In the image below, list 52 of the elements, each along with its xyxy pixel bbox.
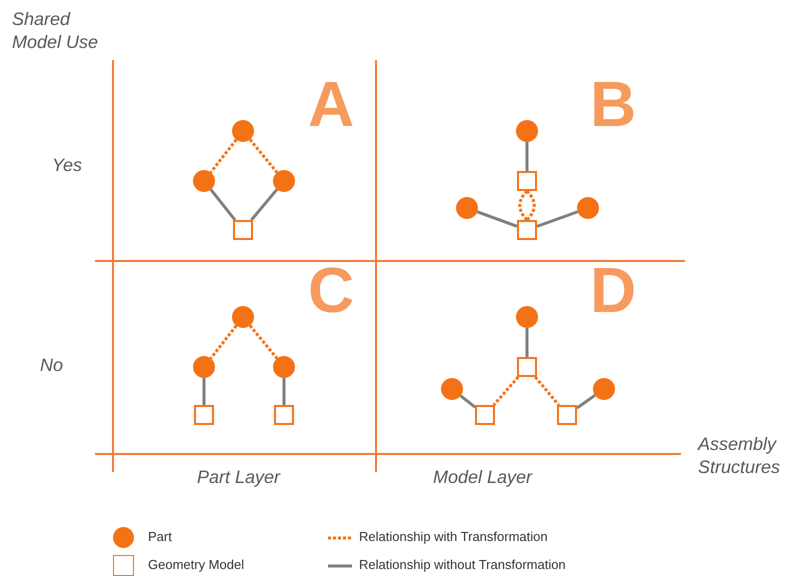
geometry-model-square xyxy=(517,357,537,377)
part-circle xyxy=(273,170,295,192)
dotted-connector xyxy=(210,138,238,174)
axis-value: No xyxy=(40,354,64,377)
part-circle xyxy=(516,306,538,328)
axis-value: Part Layer xyxy=(197,466,280,489)
connector-line xyxy=(576,394,596,410)
connector-line xyxy=(282,378,286,405)
connector-line xyxy=(526,328,528,357)
dotted-connector xyxy=(210,324,238,360)
part-circle xyxy=(193,356,215,378)
quadrant-letter: A xyxy=(308,72,354,136)
dotted-connector xyxy=(492,376,520,406)
part-circle xyxy=(232,120,254,142)
axis-value: Yes xyxy=(52,154,82,177)
part-circle xyxy=(516,120,538,142)
dotted-connector xyxy=(526,190,536,221)
axis-value: Model Layer xyxy=(433,466,532,489)
geometry-model-square xyxy=(274,405,294,425)
axis-title: Assembly Structures xyxy=(698,433,782,479)
connector-line xyxy=(536,210,578,228)
dotted-connector xyxy=(248,138,278,174)
part-circle xyxy=(456,197,478,219)
connector-line xyxy=(476,210,518,228)
geometry-model-square xyxy=(475,405,495,425)
quadrant-letter: D xyxy=(590,258,636,322)
quadrant-letter: C xyxy=(308,258,354,322)
legend-label: Part xyxy=(148,529,172,544)
part-circle xyxy=(273,356,295,378)
geometry-model-square xyxy=(194,405,214,425)
axis-title: Shared Model Use xyxy=(12,8,100,54)
geometry-model-square xyxy=(517,171,537,191)
part-circle xyxy=(593,378,615,400)
connector-line xyxy=(210,188,236,221)
part-circle xyxy=(577,197,599,219)
geometry-model-square xyxy=(517,220,537,240)
connector-line xyxy=(460,394,476,408)
quadrant-letter: B xyxy=(590,72,636,136)
legend-label: Geometry Model xyxy=(148,557,244,572)
geometry-model-square xyxy=(557,405,577,425)
connector-line xyxy=(526,142,528,171)
dotted-connector xyxy=(534,376,560,406)
dotted-connector xyxy=(248,324,278,360)
part-circle xyxy=(232,306,254,328)
legend-label: Relationship with Transformation xyxy=(359,529,548,544)
dotted-connector xyxy=(518,190,528,221)
part-circle xyxy=(193,170,215,192)
legend-label: Relationship without Transformation xyxy=(359,557,566,572)
geometry-model-square xyxy=(233,220,253,240)
connector-line xyxy=(202,378,206,405)
connector-line xyxy=(250,188,278,221)
part-circle xyxy=(441,378,463,400)
